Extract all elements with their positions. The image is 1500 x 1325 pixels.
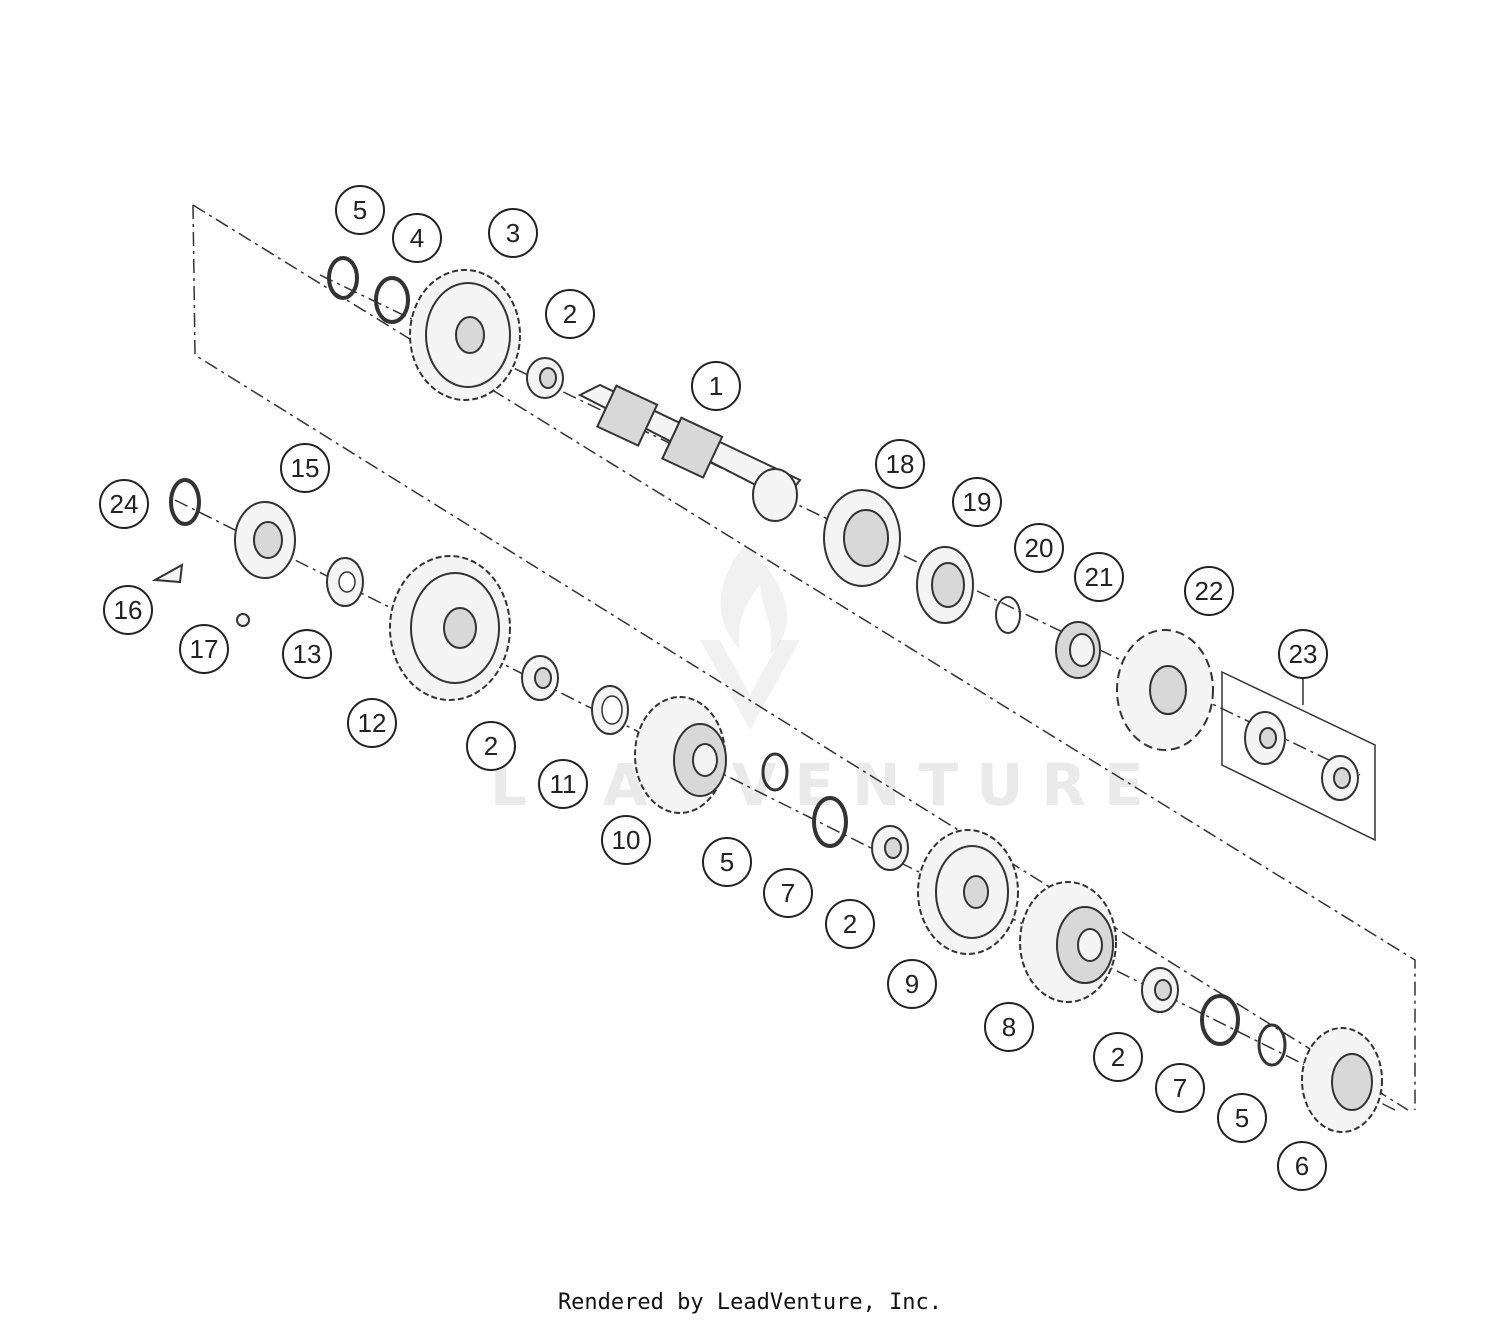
gear-3 <box>409 269 521 401</box>
washer-23 <box>1244 711 1286 765</box>
svg-text:2: 2 <box>484 731 498 761</box>
svg-text:3: 3 <box>506 218 520 248</box>
washer-4 <box>374 276 410 324</box>
callout-24: 24 <box>99 479 149 529</box>
pin-16 <box>151 563 184 584</box>
callout-13: 13 <box>282 629 332 679</box>
svg-text:23: 23 <box>1289 639 1318 669</box>
bushing-2-d <box>1141 967 1179 1013</box>
washer-7-c <box>1200 994 1240 1046</box>
circlip-5-b <box>761 752 789 792</box>
nut-23 <box>1321 755 1359 801</box>
svg-text:5: 5 <box>353 195 367 225</box>
part-23-box <box>1221 670 1376 842</box>
screw-17 <box>236 613 250 627</box>
footer-credit: Rendered by LeadVenture, Inc. <box>557 1290 943 1315</box>
callout-5-b: 5 <box>702 837 752 887</box>
callout-5-top: 5 <box>335 185 385 235</box>
callout-2-c: 2 <box>825 899 875 949</box>
bushing-2-c <box>871 825 909 871</box>
callout-6: 6 <box>1277 1141 1327 1191</box>
washer-13 <box>326 557 364 607</box>
callout-9: 9 <box>887 959 937 1009</box>
bushing-2-b <box>521 655 559 701</box>
callout-7-b: 7 <box>763 868 813 918</box>
callout-7-c: 7 <box>1155 1063 1205 1113</box>
assembly-frame <box>192 204 1416 1111</box>
svg-text:2: 2 <box>563 299 577 329</box>
svg-text:2: 2 <box>843 909 857 939</box>
svg-text:21: 21 <box>1085 562 1114 592</box>
gear-8 <box>1019 881 1117 1003</box>
callout-3: 3 <box>488 208 538 258</box>
callout-2-d: 2 <box>1093 1032 1143 1082</box>
bearing-15 <box>234 501 296 579</box>
callout-4: 4 <box>392 213 442 263</box>
callout-15: 15 <box>280 443 330 493</box>
callout-2-top: 2 <box>545 289 595 339</box>
seal-19 <box>916 546 974 624</box>
watermark-text: LEADVENTURE <box>490 751 1162 819</box>
svg-text:1: 1 <box>709 371 723 401</box>
callout-21: 21 <box>1074 552 1124 602</box>
svg-text:24: 24 <box>110 489 139 519</box>
callout-19: 19 <box>952 477 1002 527</box>
callout-17: 17 <box>179 624 229 674</box>
callout-5-c: 5 <box>1217 1093 1267 1143</box>
o-ring-20 <box>995 596 1021 634</box>
svg-text:19: 19 <box>963 487 992 517</box>
circlip-5-c <box>1257 1023 1287 1067</box>
gear-10 <box>634 696 727 814</box>
sprocket-22 <box>1116 629 1214 751</box>
spacer-21 <box>1055 621 1101 679</box>
callout-12: 12 <box>347 698 397 748</box>
callout-10: 10 <box>601 815 651 865</box>
svg-text:15: 15 <box>291 453 320 483</box>
svg-text:11: 11 <box>550 769 577 799</box>
svg-text:5: 5 <box>1235 1103 1249 1133</box>
svg-text:12: 12 <box>358 708 387 738</box>
callout-8: 8 <box>984 1002 1034 1052</box>
washer-7-b <box>812 796 848 848</box>
svg-text:10: 10 <box>612 825 641 855</box>
callout-20: 20 <box>1014 523 1064 573</box>
svg-text:22: 22 <box>1195 576 1224 606</box>
washer-11 <box>591 685 629 735</box>
svg-text:8: 8 <box>1002 1012 1016 1042</box>
lower-shaft-axis <box>174 499 1396 1111</box>
svg-text:7: 7 <box>781 878 795 908</box>
circlip-5-top <box>327 256 359 300</box>
callout-16: 16 <box>103 585 153 635</box>
callout-23: 23 <box>1278 629 1328 679</box>
svg-text:2: 2 <box>1111 1042 1125 1072</box>
svg-text:20: 20 <box>1025 533 1054 563</box>
gear-6 <box>1301 1027 1383 1133</box>
svg-text:4: 4 <box>410 223 424 253</box>
svg-text:6: 6 <box>1295 1151 1309 1181</box>
svg-text:17: 17 <box>190 634 219 664</box>
svg-text:13: 13 <box>293 639 322 669</box>
svg-text:9: 9 <box>905 969 919 999</box>
callout-1: 1 <box>691 361 741 411</box>
bearing-18 <box>823 489 901 587</box>
bushing-2-top <box>526 357 564 399</box>
circlip-24 <box>169 478 201 526</box>
watermark-logo: LEADVENTURE <box>490 545 1162 819</box>
callout-2-b: 2 <box>466 721 516 771</box>
svg-text:5: 5 <box>720 847 734 877</box>
gear-9 <box>917 829 1019 955</box>
svg-text:18: 18 <box>886 449 915 479</box>
callout-18: 18 <box>875 439 925 489</box>
gear-12 <box>389 555 511 701</box>
callout-11: 11 <box>538 759 588 809</box>
svg-text:16: 16 <box>114 595 143 625</box>
callout-22: 22 <box>1184 566 1234 616</box>
svg-text:7: 7 <box>1173 1073 1187 1103</box>
main-shaft-1 <box>577 383 802 522</box>
